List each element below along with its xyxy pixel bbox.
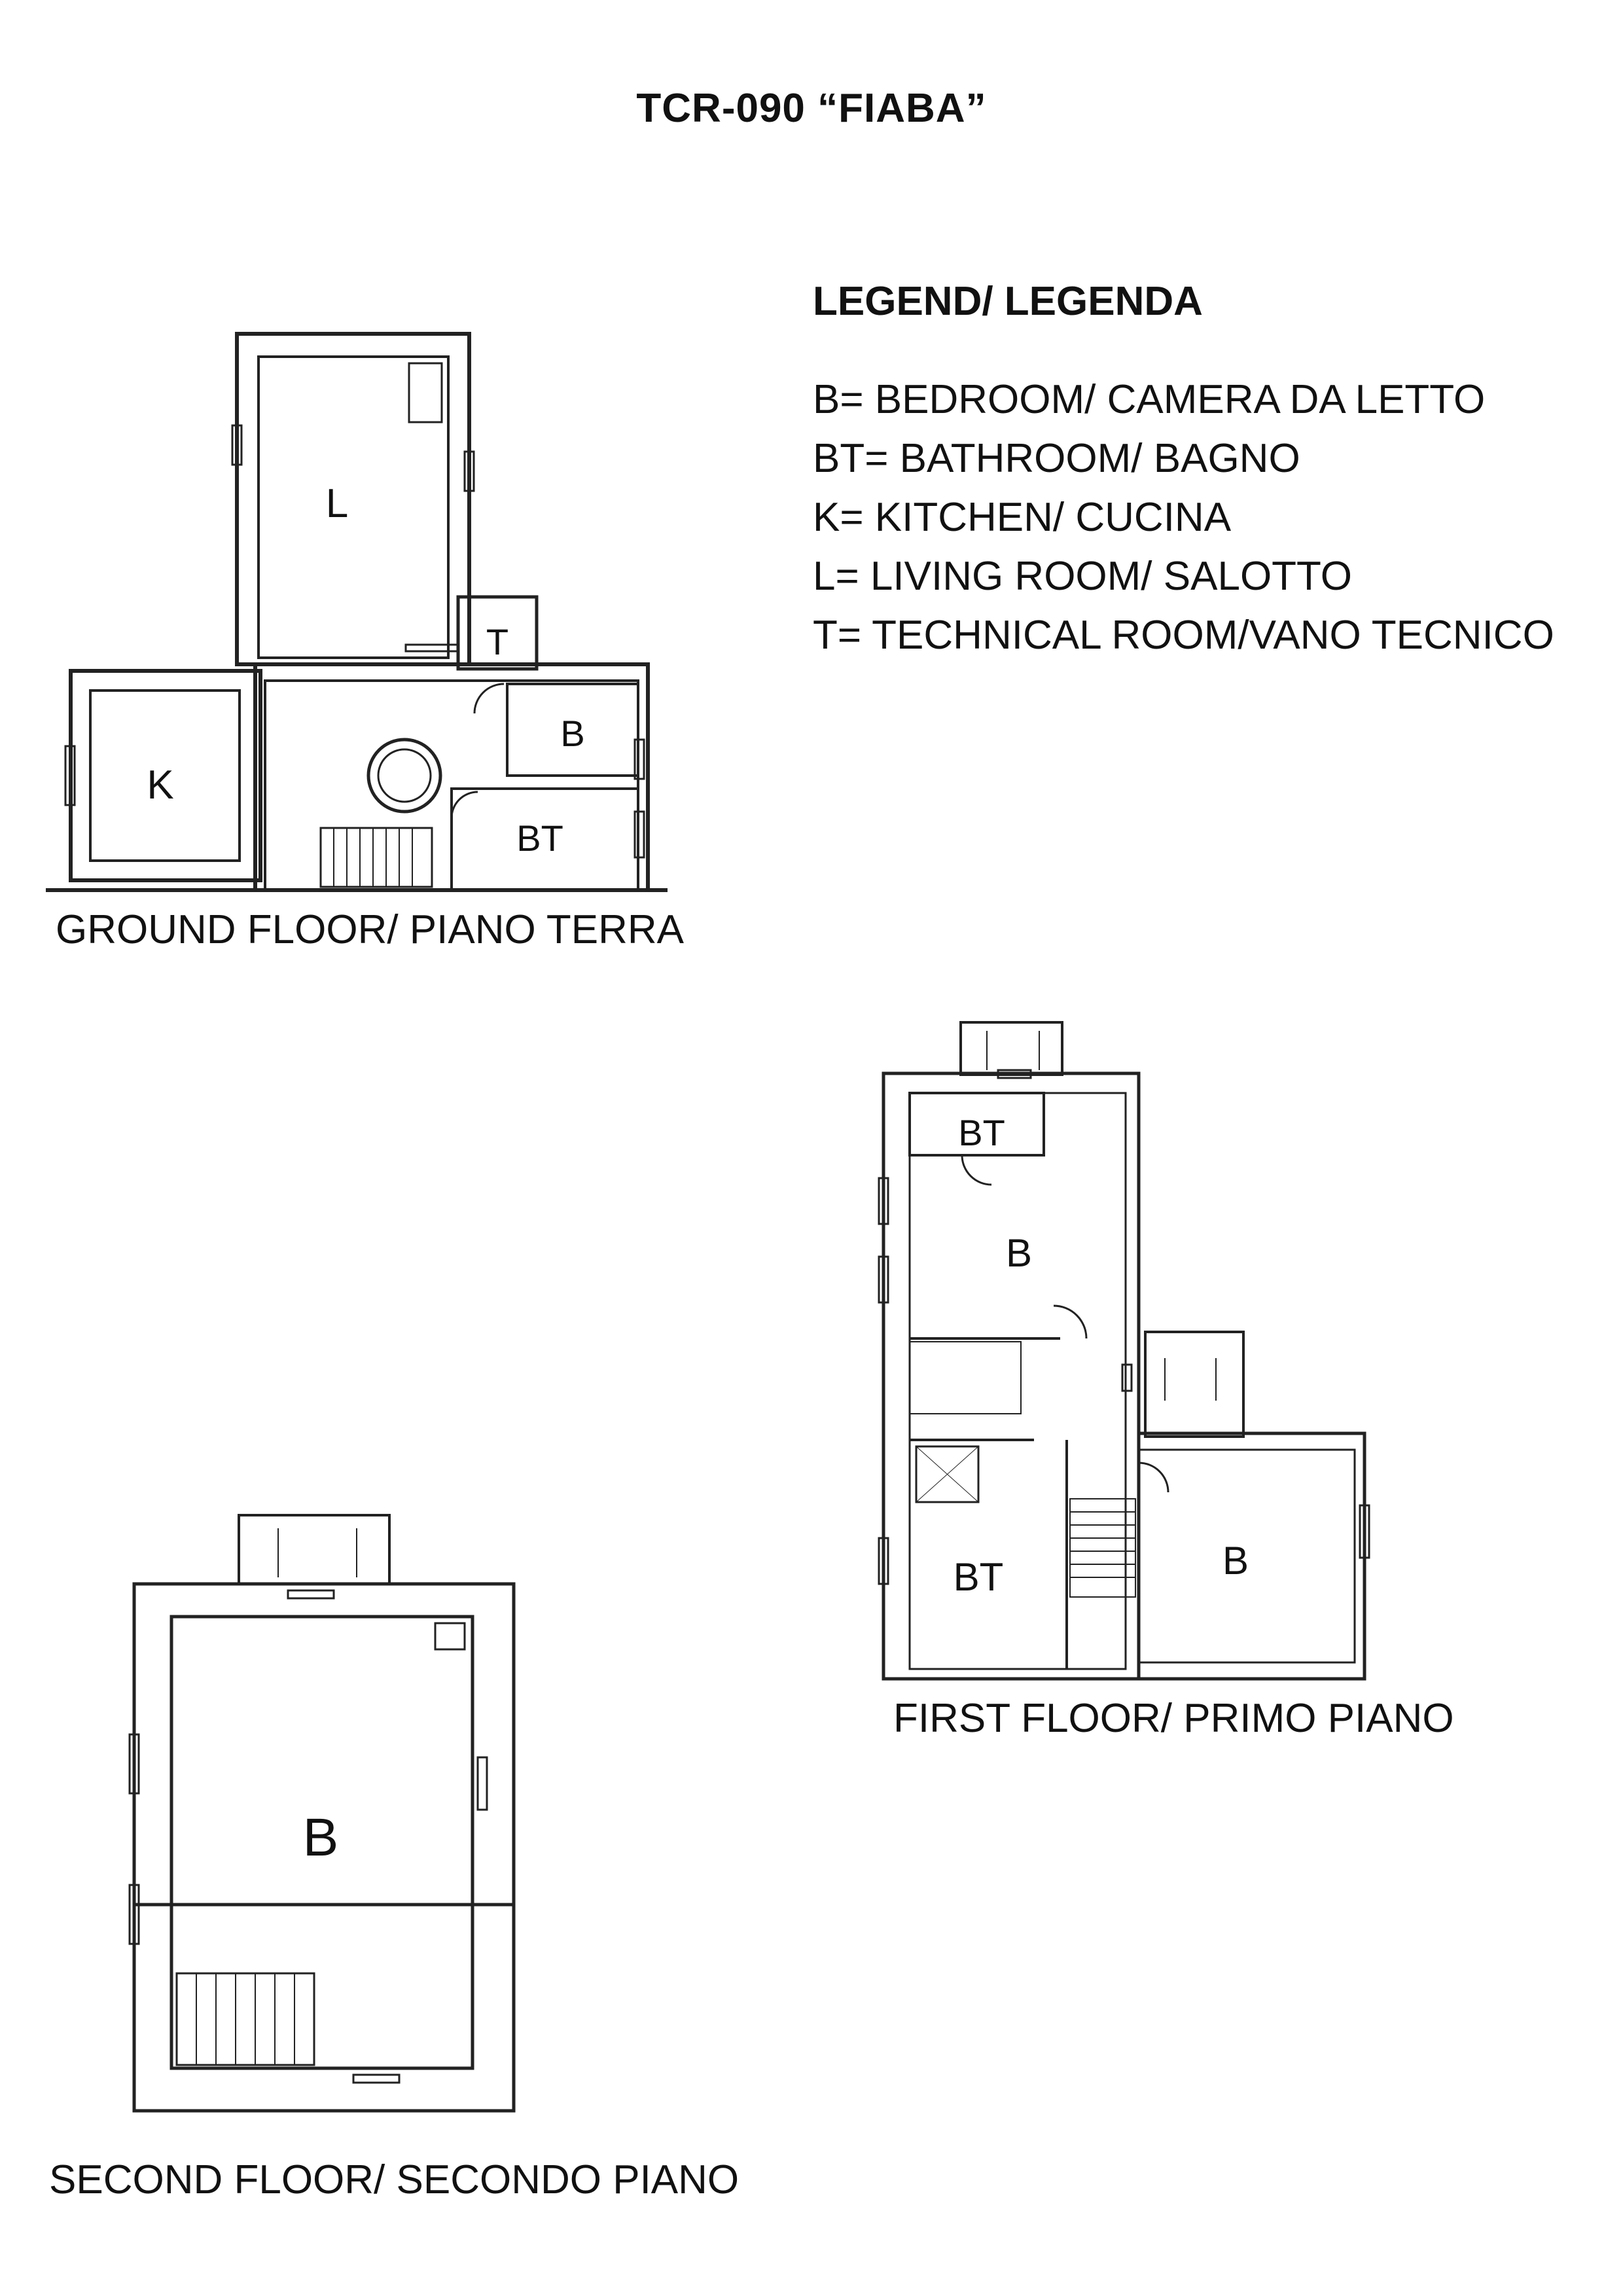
legend: LEGEND/ LEGENDA B= BEDROOM/ CAMERA DA LE… xyxy=(813,278,1554,665)
room-label-bath-ground: BT xyxy=(516,817,563,859)
legend-item-technical-room: T= TECHNICAL ROOM/VANO TECNICO xyxy=(813,613,1554,658)
ground-floor-caption: GROUND FLOOR/ PIANO TERRA xyxy=(56,907,684,952)
legend-item-kitchen: K= KITCHEN/ CUCINA xyxy=(813,495,1232,540)
legend-item-bedroom: B= BEDROOM/ CAMERA DA LETTO xyxy=(813,377,1486,422)
room-label-bath-first-top: BT xyxy=(958,1112,1005,1153)
room-label-bath-first-bottom: BT xyxy=(954,1555,1004,1599)
ground-floor-plan xyxy=(46,332,668,892)
legend-item-bathroom: BT= BATHROOM/ BAGNO xyxy=(813,436,1300,481)
legend-heading: LEGEND/ LEGENDA xyxy=(813,279,1203,324)
room-label-living: L xyxy=(326,481,348,526)
room-label-tech: T xyxy=(486,621,508,662)
page-title: TCR-090 “FIABA” xyxy=(636,86,987,131)
room-label-kitchen: K xyxy=(147,762,173,808)
room-label-bedroom-first-top: B xyxy=(1006,1231,1032,1275)
room-label-bedroom-ground: B xyxy=(560,713,584,754)
second-floor-caption: SECOND FLOOR/ SECONDO PIANO xyxy=(49,2157,740,2202)
first-floor-plan xyxy=(878,1021,1370,1681)
room-label-bedroom-first-right: B xyxy=(1222,1539,1249,1583)
room-label-bedroom-second: B xyxy=(303,1808,339,1867)
legend-item-living-room: L= LIVING ROOM/ SALOTTO xyxy=(813,554,1353,599)
first-floor-caption: FIRST FLOOR/ PRIMO PIANO xyxy=(893,1696,1454,1741)
second-floor-plan xyxy=(128,1514,516,2113)
